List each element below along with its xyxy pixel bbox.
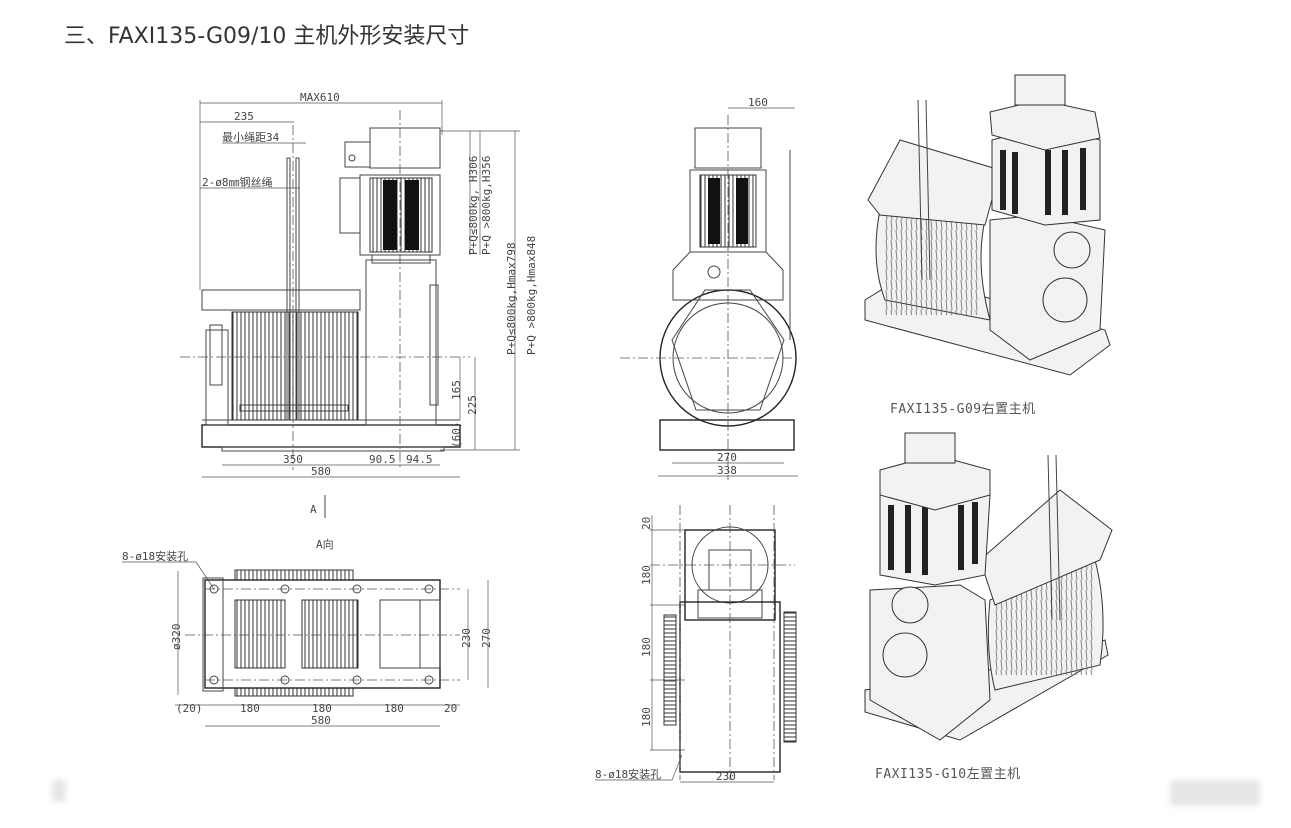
render-left-caption: FAXI135-G10左置主机: [875, 767, 1021, 782]
dim-230-bottom: 230: [716, 770, 736, 783]
dim-320: ø320: [170, 624, 183, 651]
dim-h306: P+Q≤800kg, H306: [467, 156, 480, 255]
top-view: A向 8-ø18安装孔 ø320 230 270 (20) 180 180 18…: [122, 537, 493, 727]
watermark-left: [52, 780, 66, 802]
dim-160: 160: [748, 96, 768, 109]
dim-235: 235: [234, 110, 254, 123]
dim-h356: P+Q >800kg,H356: [480, 156, 493, 255]
dim-20-bottom: 20: [640, 517, 653, 530]
holes-label-top: 8-ø18安装孔: [122, 549, 188, 563]
dim-90-5: 90.5: [369, 453, 396, 466]
dim-60: (60): [450, 422, 463, 449]
mounting-holes: [209, 584, 434, 685]
dim-270-top: 270: [480, 628, 493, 648]
dim-225: 225: [466, 395, 479, 415]
dim-max-width: MAX610: [300, 91, 340, 104]
dim-580-top: 580: [311, 714, 331, 727]
dim-20-left: (20): [176, 702, 203, 715]
dim-180-bottom-b: 180: [640, 637, 653, 657]
render-left-machine: FAXI135-G10左置主机: [864, 432, 1113, 782]
page-title: 三、FAXI135-G09/10 主机外形安装尺寸: [64, 24, 470, 49]
view-a-label: A向: [316, 537, 334, 551]
dim-165: 165: [450, 380, 463, 400]
dim-hmax848: P+Q >800kg,Hmax848: [525, 236, 538, 355]
dim-270: 270: [717, 451, 737, 464]
dim-180-bottom-c: 180: [640, 707, 653, 727]
dim-180-c: 180: [384, 702, 404, 715]
dim-350: 350: [283, 453, 303, 466]
dim-min-rope-gap: 最小绳距34: [222, 130, 280, 144]
bottom-view: 20 180 180 180 8-ø18安装孔 230: [595, 505, 797, 783]
watermark-right: [1170, 780, 1260, 806]
render-right-caption: FAXI135-G09右置主机: [890, 402, 1036, 417]
dim-180-bottom-a: 180: [640, 565, 653, 585]
render-right-machine: FAXI135-G09右置主机: [864, 74, 1111, 417]
view-marker-a: A: [310, 503, 317, 516]
front-view: MAX610 235 最小绳距34 2-ø8㎜钢丝绳 P+Q≤800kg, H3…: [180, 91, 538, 518]
dim-94-5: 94.5: [406, 453, 433, 466]
dim-hmax798: P+Q≤800kg,Hmax798: [505, 242, 518, 355]
holes-label-bottom: 8-ø18安装孔: [595, 767, 661, 781]
dim-338: 338: [717, 464, 737, 477]
dim-20-right: 20: [444, 702, 457, 715]
dim-180-a: 180: [240, 702, 260, 715]
dim-180-b: 180: [312, 702, 332, 715]
side-view: 160 270 338: [620, 96, 800, 480]
dim-580: 580: [311, 465, 331, 478]
dim-rope-spec: 2-ø8㎜钢丝绳: [202, 175, 273, 189]
dim-230-top: 230: [460, 628, 473, 648]
